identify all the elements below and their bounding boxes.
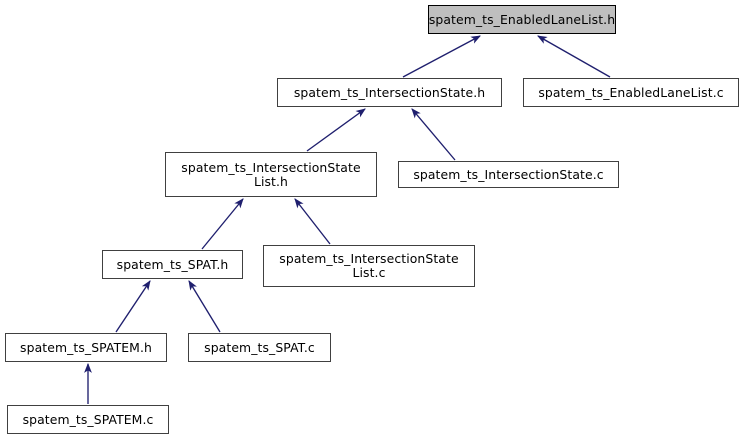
- dependency-edge: [402, 35, 481, 78]
- graph-node-enabledlanelist_h[interactable]: spatem_ts_EnabledLaneList.h: [428, 5, 616, 34]
- graph-node-intersectionstatelist_c[interactable]: spatem_ts_IntersectionState List.c: [263, 245, 475, 287]
- graph-node-label: spatem_ts_SPATEM.c: [22, 411, 154, 427]
- graph-node-label: spatem_ts_EnabledLaneList.h: [428, 11, 616, 27]
- graph-node-spatem_h[interactable]: spatem_ts_SPATEM.h: [5, 333, 167, 362]
- graph-node-label: spatem_ts_IntersectionState List.c: [279, 251, 459, 280]
- graph-node-intersectionstatelist_h[interactable]: spatem_ts_IntersectionState List.h: [165, 152, 377, 197]
- graph-node-intersectionstate_c[interactable]: spatem_ts_IntersectionState.c: [398, 161, 619, 188]
- graph-node-intersectionstate_h[interactable]: spatem_ts_IntersectionState.h: [277, 78, 502, 107]
- graph-node-spat_c[interactable]: spatem_ts_SPAT.c: [188, 333, 331, 362]
- graph-node-label: spatem_ts_IntersectionState.h: [293, 84, 486, 100]
- graph-node-label: spatem_ts_IntersectionState.c: [413, 166, 604, 182]
- graph-node-label: spatem_ts_SPATEM.h: [20, 339, 152, 355]
- graph-node-label: spatem_ts_SPAT.h: [116, 256, 229, 272]
- edge-group: [84, 35, 611, 404]
- graph-node-spat_h[interactable]: spatem_ts_SPAT.h: [102, 250, 243, 279]
- graph-node-label: spatem_ts_IntersectionState List.h: [181, 159, 361, 189]
- graph-node-label: spatem_ts_EnabledLaneList.c: [538, 84, 724, 100]
- dependency-edge: [188, 280, 221, 333]
- graph-node-label: spatem_ts_SPAT.c: [204, 339, 315, 355]
- graph-node-enabledlanelist_c[interactable]: spatem_ts_EnabledLaneList.c: [523, 78, 739, 107]
- dependency-edge: [537, 35, 611, 78]
- graph-node-spatem_c[interactable]: spatem_ts_SPATEM.c: [7, 405, 169, 434]
- dependency-edge: [411, 108, 456, 161]
- dependency-edge: [115, 280, 151, 333]
- dependency-edge: [306, 108, 366, 152]
- dependency-edge: [201, 198, 244, 250]
- dependency-edge: [294, 198, 331, 245]
